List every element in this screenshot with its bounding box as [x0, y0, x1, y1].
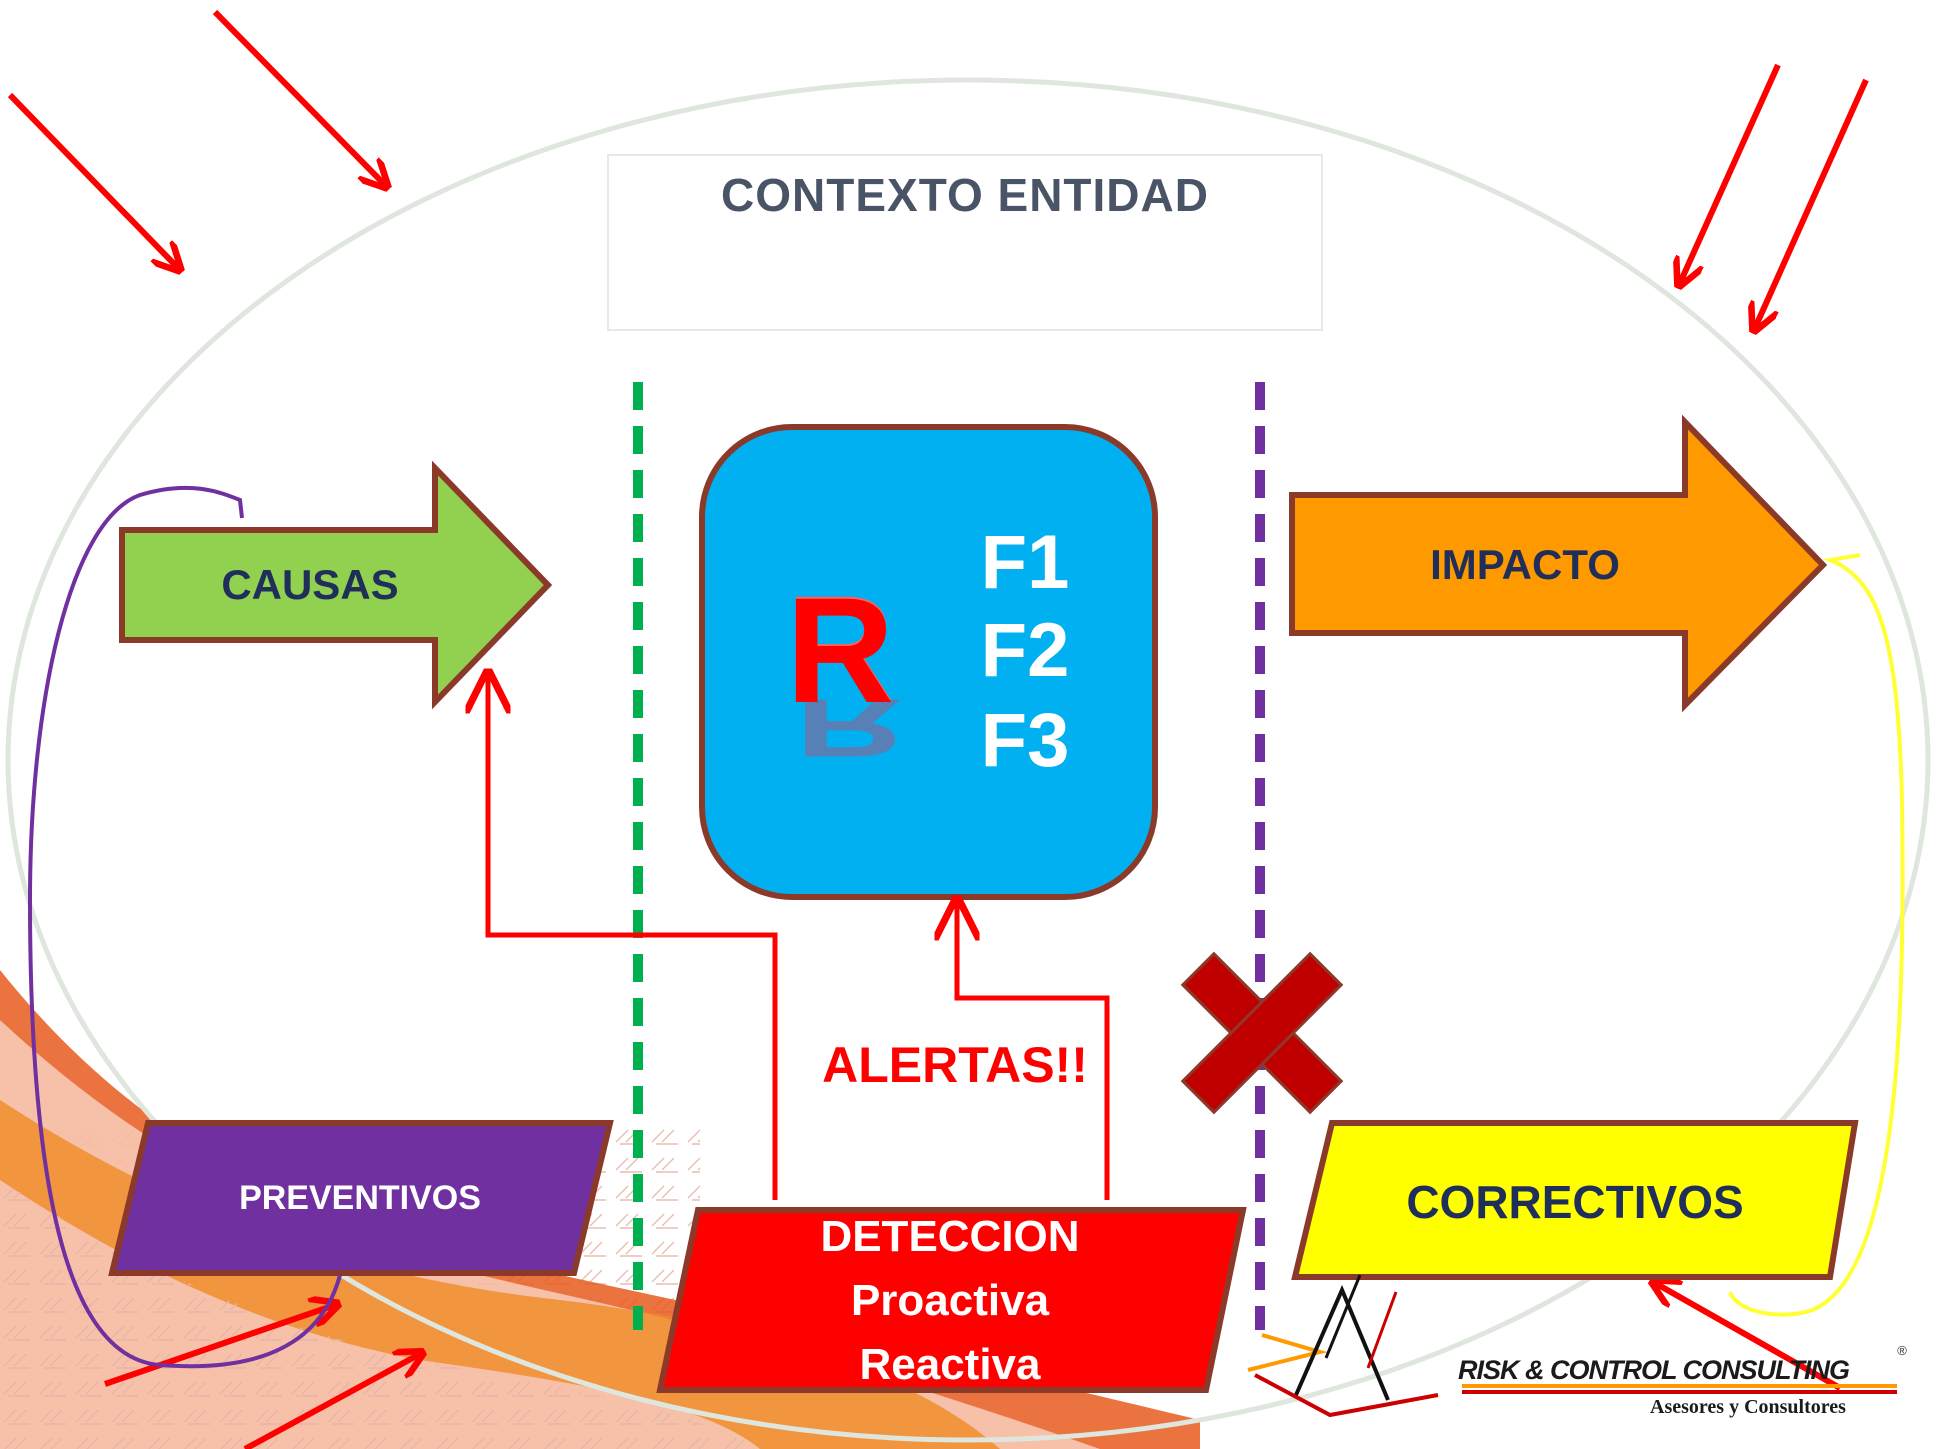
- corrective-shape: [1291, 1120, 1859, 1280]
- risk-symbol: R: [785, 565, 895, 734]
- detection-label: DETECCION: [820, 1212, 1080, 1261]
- risk-factor-3: F3: [980, 697, 1070, 783]
- causes-label: CAUSAS: [221, 561, 399, 608]
- preventive-feedback-loop: [27, 485, 342, 1369]
- detection-proactive-label: Proactiva: [850, 1276, 1050, 1325]
- external-arrows: [7, 9, 1869, 1449]
- preventive-shape: [108, 1120, 614, 1276]
- logo-subtitle: Asesores y Consultores: [1650, 1395, 1846, 1418]
- risk-factor-2: F2: [980, 607, 1070, 693]
- detection-reactive-label: Reactiva: [859, 1340, 1041, 1389]
- logo-underline: [1462, 1384, 1897, 1394]
- alert-connectors: [488, 673, 1110, 1200]
- risk-box: [699, 424, 1158, 900]
- logo-name: RISK & CONTROL CONSULTING: [1458, 1354, 1850, 1385]
- context-title: CONTEXTO ENTIDAD: [721, 169, 1209, 221]
- risk-symbol-reflection: R: [795, 682, 903, 775]
- detection-shape: [656, 1207, 1247, 1393]
- preventive-label: PREVENTIVOS: [239, 1178, 481, 1217]
- blocked-x-icon: [1180, 951, 1344, 1115]
- alerts-label: ALERTAS!!: [822, 1037, 1088, 1093]
- logo-registered-mark: ®: [1897, 1342, 1907, 1358]
- context-title-box: [607, 154, 1323, 331]
- causes-arrow: [119, 460, 553, 710]
- corrective-label: CORRECTIVOS: [1406, 1176, 1744, 1228]
- context-ellipse: [5, 77, 1931, 1443]
- logo-mark: [1247, 1274, 1439, 1418]
- risk-factor-1: F1: [980, 519, 1070, 605]
- impact-arrow: [1289, 414, 1828, 713]
- impact-label: IMPACTO: [1430, 541, 1620, 588]
- corrective-feedback-loop: [1728, 553, 1905, 1317]
